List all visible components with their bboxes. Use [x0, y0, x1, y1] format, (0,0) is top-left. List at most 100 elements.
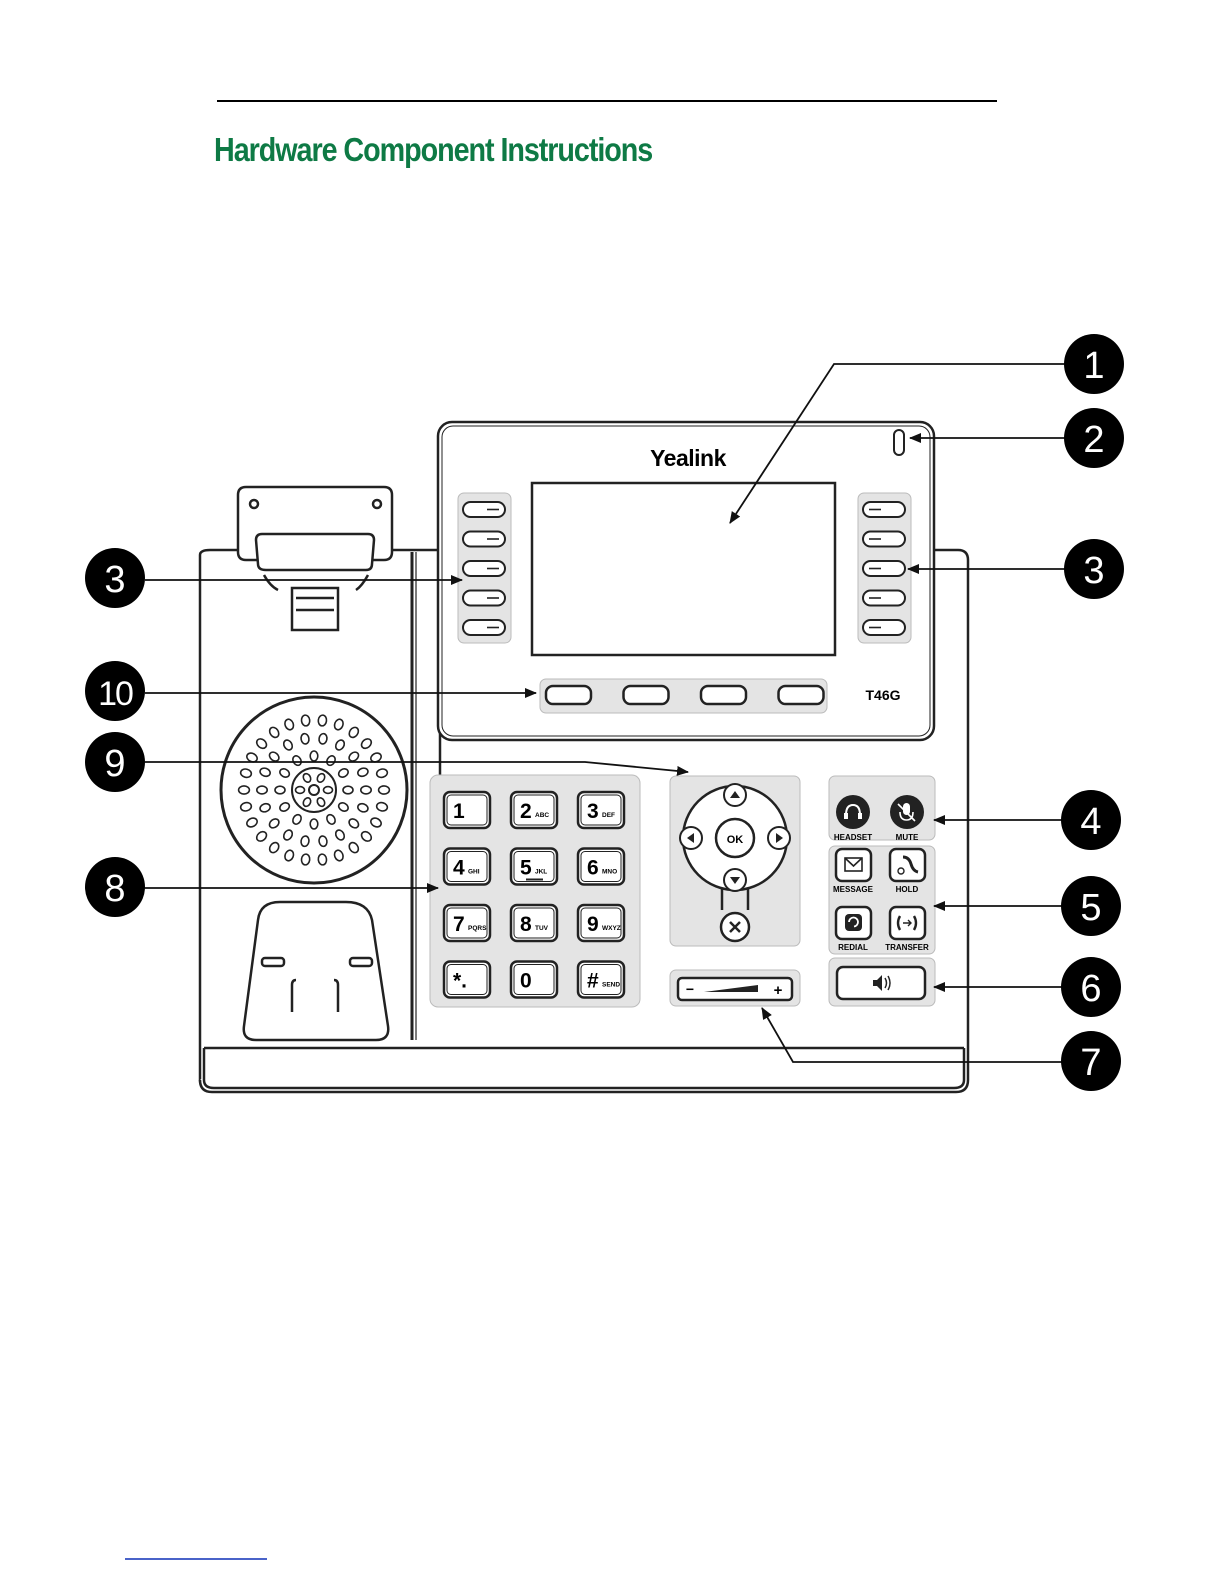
speakerphone-button[interactable] — [837, 967, 925, 999]
keypad-digit: 1 — [453, 800, 465, 823]
power-indicator-led — [894, 430, 904, 455]
svg-text:6: 6 — [1080, 968, 1101, 1010]
keypad-key-#[interactable]: #SEND — [578, 962, 624, 998]
keypad-digit: *. — [453, 970, 467, 993]
line-key-left-2[interactable] — [463, 532, 505, 547]
hold-button[interactable] — [890, 849, 925, 881]
function-keys: HEADSET MUTE MESSAGE HOLD REDIAL — [829, 776, 935, 1006]
ok-label: OK — [727, 834, 744, 846]
message-label: MESSAGE — [833, 885, 874, 894]
callout-1: 1 — [1064, 334, 1124, 394]
redial-label: REDIAL — [838, 943, 868, 952]
keypad-key-0[interactable]: 0 — [511, 962, 557, 998]
mute-button[interactable] — [890, 795, 924, 829]
callout-10: 10 — [85, 661, 145, 721]
svg-text:7: 7 — [1080, 1042, 1101, 1084]
keypad-digit: 5 — [520, 857, 532, 880]
soft-key-4[interactable] — [779, 686, 824, 704]
keypad-digit: 9 — [587, 913, 599, 936]
svg-text:2: 2 — [1083, 419, 1104, 461]
keypad-letters: TUV — [535, 925, 549, 932]
svg-text:4: 4 — [1080, 801, 1101, 843]
keypad-letters: ABC — [535, 812, 549, 819]
keypad-digit: 0 — [520, 970, 532, 993]
keypad-letters: DEF — [602, 812, 615, 819]
headset-label: HEADSET — [834, 833, 872, 842]
callout-3-right: 3 — [1064, 539, 1124, 599]
keypad-digit: 2 — [520, 800, 532, 823]
keypad-letters: JKL — [535, 869, 547, 876]
keypad-letters: SEND — [602, 982, 620, 989]
nav-left-button[interactable] — [680, 827, 702, 849]
keypad-key-1[interactable]: 1 — [444, 792, 490, 828]
soft-key-2[interactable] — [624, 686, 669, 704]
svg-text:5: 5 — [1080, 887, 1101, 929]
svg-text:10: 10 — [98, 675, 133, 713]
line-key-right-5[interactable] — [863, 620, 905, 635]
headset-button[interactable] — [836, 795, 870, 829]
soft-key-3[interactable] — [701, 686, 746, 704]
line-key-right-4[interactable] — [863, 591, 905, 606]
soft-key-1[interactable] — [546, 686, 591, 704]
line-key-right-1[interactable] — [863, 502, 905, 517]
keypad-letters: WXYZ — [602, 925, 621, 932]
model-label: T46G — [865, 687, 900, 703]
navigation-keys: OK — [670, 776, 800, 946]
keypad: 1 2ABC 3DEF 4GHI 5JKL 6MNO 7PQRS 8TUV 9WXYZ *. 0 #S… — [430, 775, 640, 1007]
footer-rule — [125, 1558, 267, 1560]
line-key-right-3[interactable] — [863, 561, 905, 576]
line-key-left-3[interactable] — [463, 561, 505, 576]
lcd-screen — [532, 483, 835, 655]
line-key-left-4[interactable] — [463, 591, 505, 606]
callout-2: 2 — [1064, 408, 1124, 468]
svg-text:8: 8 — [104, 868, 125, 910]
keypad-letters: MNO — [602, 869, 617, 876]
nav-up-button[interactable] — [724, 784, 746, 806]
keypad-digit: 8 — [520, 913, 532, 936]
callout-9: 9 — [85, 732, 145, 792]
volume-plus-label: + — [774, 982, 783, 999]
redial-button[interactable] — [836, 907, 871, 939]
message-button[interactable] — [836, 849, 871, 881]
mute-label: MUTE — [896, 833, 919, 842]
nav-down-button[interactable] — [724, 869, 746, 891]
keypad-letters: PQRS — [468, 925, 487, 932]
nav-right-button[interactable] — [768, 827, 790, 849]
callout-8: 8 — [85, 857, 145, 917]
hold-label: HOLD — [896, 885, 919, 894]
transfer-label: TRANSFER — [885, 943, 929, 952]
callout-7: 7 — [1061, 1031, 1121, 1091]
keypad-digit: 7 — [453, 913, 465, 936]
keypad-letters: GHI — [468, 869, 480, 876]
line-key-right-2[interactable] — [863, 532, 905, 547]
svg-text:3: 3 — [104, 559, 125, 601]
cancel-button[interactable] — [721, 913, 749, 941]
volume-minus-label: − — [686, 981, 694, 997]
keypad-digit: 3 — [587, 800, 599, 823]
transfer-button[interactable] — [890, 907, 925, 939]
keypad-digit: # — [587, 970, 599, 993]
line-key-left-1[interactable] — [463, 502, 505, 517]
svg-text:1: 1 — [1083, 345, 1104, 387]
callout-6: 6 — [1061, 957, 1121, 1017]
callout-3-left: 3 — [85, 548, 145, 608]
callout-5: 5 — [1061, 876, 1121, 936]
keypad-key-*.[interactable]: *. — [444, 962, 490, 998]
keypad-digit: 4 — [453, 857, 465, 880]
keypad-digit: 6 — [587, 857, 599, 880]
svg-text:9: 9 — [104, 743, 125, 785]
line-key-left-5[interactable] — [463, 620, 505, 635]
volume-key[interactable]: − + — [670, 970, 800, 1006]
svg-text:3: 3 — [1083, 550, 1104, 592]
callout-4: 4 — [1061, 790, 1121, 850]
brand-logo: Yealink — [650, 445, 726, 471]
